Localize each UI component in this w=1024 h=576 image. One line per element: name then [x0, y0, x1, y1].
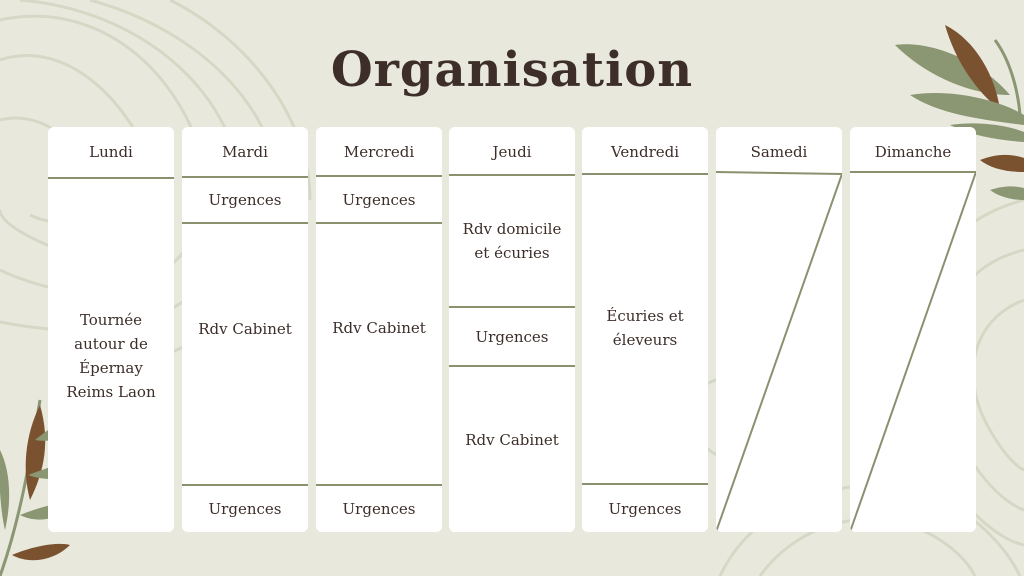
day-header-mardi: Mardi [222, 143, 268, 161]
slot-mercredi-bottom: Urgences [342, 500, 416, 518]
slot-jeudi-bottom: Rdv Cabinet [465, 430, 559, 449]
day-off-slash [716, 171, 842, 532]
header-divider [182, 176, 308, 178]
slot-lundi-main: Tournée autour de Épernay Reims Laon [66, 310, 156, 401]
day-column-lundi: Lundi Tournée autour de Épernay Reims La… [48, 127, 174, 532]
slot-vendredi-main: Écuries et éleveurs [606, 307, 684, 349]
day-header-jeudi: Jeudi [492, 143, 532, 161]
slot-divider [449, 306, 575, 308]
day-column-mercredi: Mercredi Urgences Rdv Cabinet Urgences [316, 127, 442, 532]
slot-jeudi-mid: Urgences [475, 327, 549, 346]
day-header-dimanche: Dimanche [874, 143, 952, 161]
slot-mercredi-top: Urgences [342, 190, 416, 209]
slot-vendredi-bottom: Urgences [608, 499, 682, 518]
day-column-jeudi: Jeudi Rdv domicile et écuries Urgences R… [449, 127, 575, 532]
day-column-samedi: Samedi [716, 127, 842, 532]
slot-divider [182, 484, 308, 486]
day-header-mercredi: Mercredi [343, 143, 415, 161]
day-header-lundi: Lundi [89, 143, 133, 161]
page-title: Organisation [330, 42, 694, 98]
day-off-slash [850, 171, 976, 532]
slot-divider [449, 365, 575, 367]
slot-mardi-top: Urgences [208, 191, 282, 209]
slot-divider [182, 222, 308, 224]
leaf-branch-top-right [895, 25, 1024, 200]
header-divider [316, 175, 442, 177]
day-column-mardi: Mardi Urgences Rdv Cabinet Urgences [182, 127, 308, 532]
slot-divider [316, 222, 442, 224]
slot-mardi-main: Rdv Cabinet [198, 320, 292, 338]
slot-divider [582, 483, 708, 485]
day-column-dimanche: Dimanche [850, 127, 976, 532]
day-column-vendredi: Vendredi Écuries et éleveurs Urgences [582, 127, 708, 532]
header-divider [48, 177, 174, 179]
header-divider [582, 173, 708, 175]
slot-mardi-bottom: Urgences [208, 500, 282, 518]
slot-jeudi-top: Rdv domicile et écuries [462, 220, 562, 262]
slot-mercredi-main: Rdv Cabinet [332, 319, 426, 337]
day-header-vendredi: Vendredi [610, 143, 680, 161]
header-divider [449, 174, 575, 176]
slot-divider [316, 484, 442, 486]
day-header-samedi: Samedi [750, 143, 808, 161]
